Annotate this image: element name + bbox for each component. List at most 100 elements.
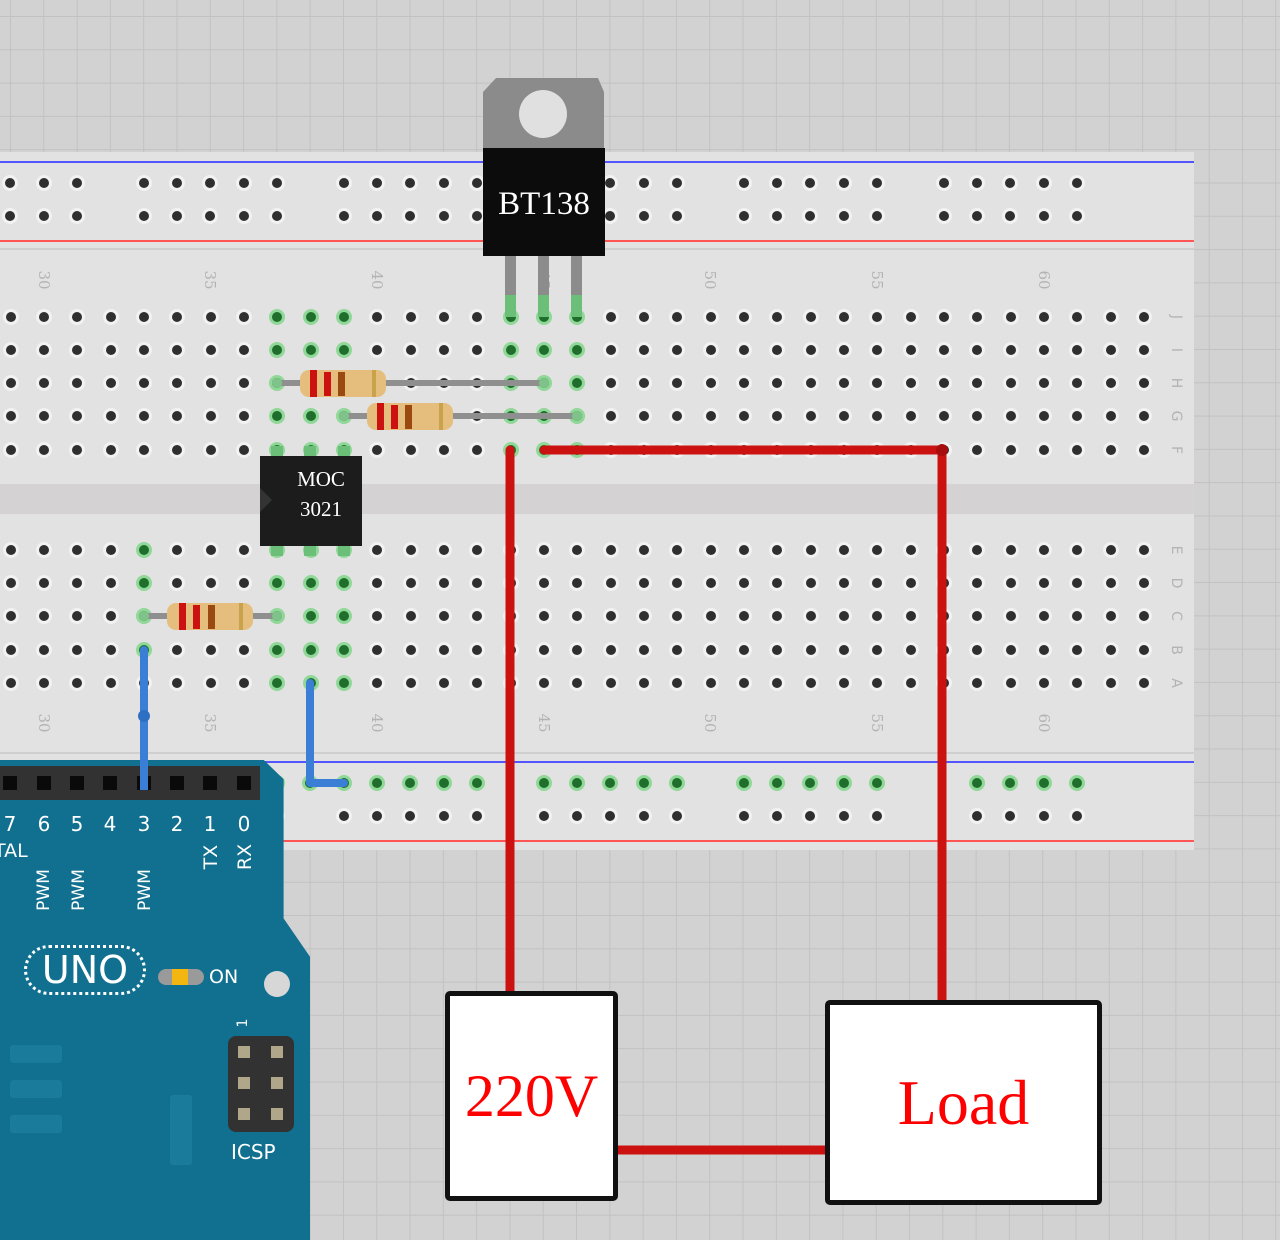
breadboard-hole[interactable]: [39, 611, 49, 621]
breadboard-hole[interactable]: [738, 578, 749, 588]
rail-hole[interactable]: [205, 178, 215, 188]
breadboard-hole[interactable]: [972, 578, 983, 588]
breadboard-hole[interactable]: [105, 611, 116, 621]
breadboard-hole[interactable]: [138, 312, 149, 322]
breadboard-hole[interactable]: [838, 678, 849, 688]
rail-hole[interactable]: [772, 178, 782, 188]
rail-hole[interactable]: [339, 211, 349, 221]
rail-hole[interactable]: [1005, 211, 1015, 221]
breadboard-hole[interactable]: [572, 345, 583, 355]
breadboard-hole[interactable]: [5, 345, 16, 355]
breadboard-hole[interactable]: [1072, 545, 1083, 555]
breadboard-hole[interactable]: [605, 312, 616, 322]
breadboard-hole[interactable]: [605, 645, 616, 655]
icsp-pin[interactable]: [238, 1108, 250, 1120]
breadboard-hole[interactable]: [572, 378, 583, 388]
breadboard-hole[interactable]: [838, 545, 849, 555]
breadboard-hole[interactable]: [805, 345, 816, 355]
breadboard-hole[interactable]: [672, 411, 683, 421]
rail-hole[interactable]: [472, 811, 482, 821]
breadboard-hole[interactable]: [172, 578, 183, 588]
rail-hole[interactable]: [172, 178, 182, 188]
breadboard-hole[interactable]: [472, 578, 483, 588]
breadboard-hole[interactable]: [205, 345, 216, 355]
breadboard-hole[interactable]: [372, 345, 383, 355]
header-pin[interactable]: [237, 776, 251, 790]
breadboard-hole[interactable]: [138, 378, 149, 388]
breadboard-hole[interactable]: [305, 345, 316, 355]
breadboard-hole[interactable]: [1138, 545, 1149, 555]
breadboard-hole[interactable]: [838, 411, 849, 421]
breadboard-hole[interactable]: [238, 345, 249, 355]
breadboard-hole[interactable]: [1105, 578, 1116, 588]
breadboard-hole[interactable]: [272, 578, 283, 588]
breadboard-hole[interactable]: [938, 378, 949, 388]
breadboard-hole[interactable]: [572, 611, 583, 621]
breadboard-hole[interactable]: [105, 345, 116, 355]
breadboard-hole[interactable]: [1072, 678, 1083, 688]
breadboard-hole[interactable]: [1005, 678, 1016, 688]
breadboard-hole[interactable]: [39, 578, 49, 588]
breadboard-hole[interactable]: [105, 578, 116, 588]
breadboard-hole[interactable]: [605, 611, 616, 621]
breadboard-hole[interactable]: [1072, 445, 1083, 455]
breadboard-hole[interactable]: [905, 578, 916, 588]
rail-hole[interactable]: [672, 811, 682, 821]
breadboard-hole[interactable]: [138, 545, 149, 555]
breadboard-hole[interactable]: [338, 678, 349, 688]
breadboard-hole[interactable]: [372, 312, 383, 322]
breadboard-hole[interactable]: [39, 312, 49, 322]
rail-hole[interactable]: [805, 811, 815, 821]
breadboard-hole[interactable]: [5, 312, 16, 322]
breadboard-hole[interactable]: [1138, 645, 1149, 655]
rail-hole[interactable]: [739, 178, 749, 188]
breadboard-hole[interactable]: [172, 378, 183, 388]
breadboard-hole[interactable]: [605, 678, 616, 688]
breadboard-hole[interactable]: [872, 345, 883, 355]
rail-hole[interactable]: [1039, 778, 1049, 788]
breadboard-hole[interactable]: [238, 312, 249, 322]
breadboard-hole[interactable]: [638, 378, 649, 388]
wire-bend-point[interactable]: [138, 710, 150, 722]
breadboard-hole[interactable]: [938, 411, 949, 421]
breadboard-hole[interactable]: [372, 678, 383, 688]
breadboard-hole[interactable]: [39, 678, 49, 688]
rail-hole[interactable]: [39, 178, 49, 188]
rail-hole[interactable]: [872, 778, 882, 788]
breadboard-hole[interactable]: [105, 645, 116, 655]
breadboard-hole[interactable]: [872, 411, 883, 421]
breadboard-hole[interactable]: [205, 312, 216, 322]
rail-hole[interactable]: [472, 178, 482, 188]
breadboard-hole[interactable]: [1072, 312, 1083, 322]
rail-hole[interactable]: [739, 778, 749, 788]
rail-hole[interactable]: [605, 811, 615, 821]
rail-hole[interactable]: [205, 211, 215, 221]
breadboard-hole[interactable]: [72, 411, 83, 421]
breadboard-hole[interactable]: [1105, 378, 1116, 388]
breadboard-hole[interactable]: [305, 411, 316, 421]
breadboard-hole[interactable]: [738, 378, 749, 388]
breadboard-hole[interactable]: [805, 578, 816, 588]
rail-hole[interactable]: [72, 211, 82, 221]
rail-hole[interactable]: [405, 778, 415, 788]
breadboard-hole[interactable]: [338, 611, 349, 621]
rail-hole[interactable]: [972, 811, 982, 821]
breadboard-hole[interactable]: [305, 611, 316, 621]
breadboard-hole[interactable]: [5, 411, 16, 421]
rail-hole[interactable]: [672, 778, 682, 788]
breadboard-hole[interactable]: [538, 645, 549, 655]
signal-wire-ground[interactable]: [306, 679, 348, 787]
rail-hole[interactable]: [139, 211, 149, 221]
rail-hole[interactable]: [405, 211, 415, 221]
breadboard-hole[interactable]: [438, 445, 449, 455]
breadboard-hole[interactable]: [72, 545, 83, 555]
breadboard-hole[interactable]: [5, 378, 16, 388]
breadboard-hole[interactable]: [172, 545, 183, 555]
rail-hole[interactable]: [639, 211, 649, 221]
breadboard-hole[interactable]: [772, 645, 783, 655]
breadboard-hole[interactable]: [772, 411, 783, 421]
rail-hole[interactable]: [372, 178, 382, 188]
resistor-3[interactable]: [167, 603, 253, 630]
breadboard-hole[interactable]: [905, 678, 916, 688]
rail-hole[interactable]: [639, 178, 649, 188]
